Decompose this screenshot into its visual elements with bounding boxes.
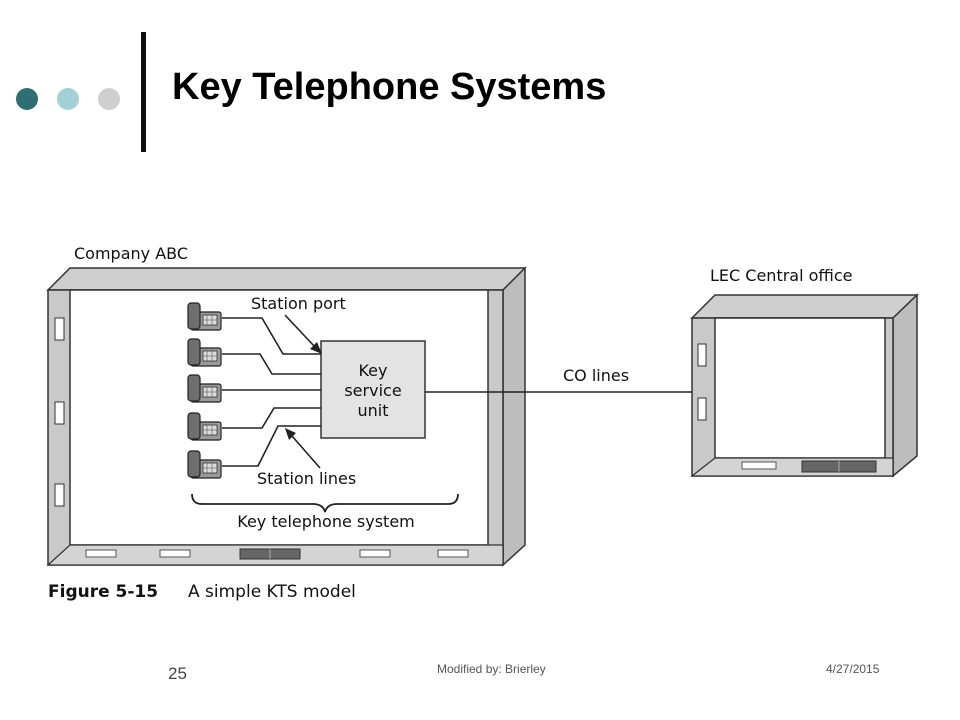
ksu-label-line2: service — [344, 381, 401, 400]
decor-dot-dark — [16, 88, 38, 110]
telephone-icon — [187, 338, 222, 367]
company-label: Company ABC — [74, 244, 188, 263]
telephone-icon — [187, 412, 222, 441]
telephone-icon — [187, 302, 222, 331]
station-port-label: Station port — [251, 294, 346, 313]
telephone-icon — [187, 450, 222, 479]
footer-date: 4/27/2015 — [826, 662, 880, 676]
ksu-label-line3: unit — [358, 401, 389, 420]
station-lines-label: Station lines — [257, 469, 356, 488]
decor-dot-teal — [57, 88, 79, 110]
central-office-building — [690, 293, 919, 478]
page-number: 25 — [168, 664, 187, 683]
footer-credit: Modified by: Brierley — [437, 662, 546, 676]
telephones — [187, 302, 222, 479]
co-lines-label: CO lines — [563, 366, 629, 385]
system-brace — [191, 493, 459, 513]
station-lines-arrow — [285, 428, 321, 469]
central-office-label: LEC Central office — [710, 266, 853, 285]
slide-title: Key Telephone Systems — [172, 66, 607, 108]
system-label: Key telephone system — [237, 512, 415, 531]
figure-caption: A simple KTS model — [188, 582, 356, 602]
figure-number: Figure 5-15 — [48, 582, 158, 602]
telephone-icon — [187, 374, 222, 403]
station-lines — [222, 317, 321, 467]
decor-dot-gray — [98, 88, 120, 110]
ksu-label-line1: Key — [358, 361, 387, 380]
station-port-arrow — [284, 314, 322, 354]
title-divider — [141, 32, 146, 152]
